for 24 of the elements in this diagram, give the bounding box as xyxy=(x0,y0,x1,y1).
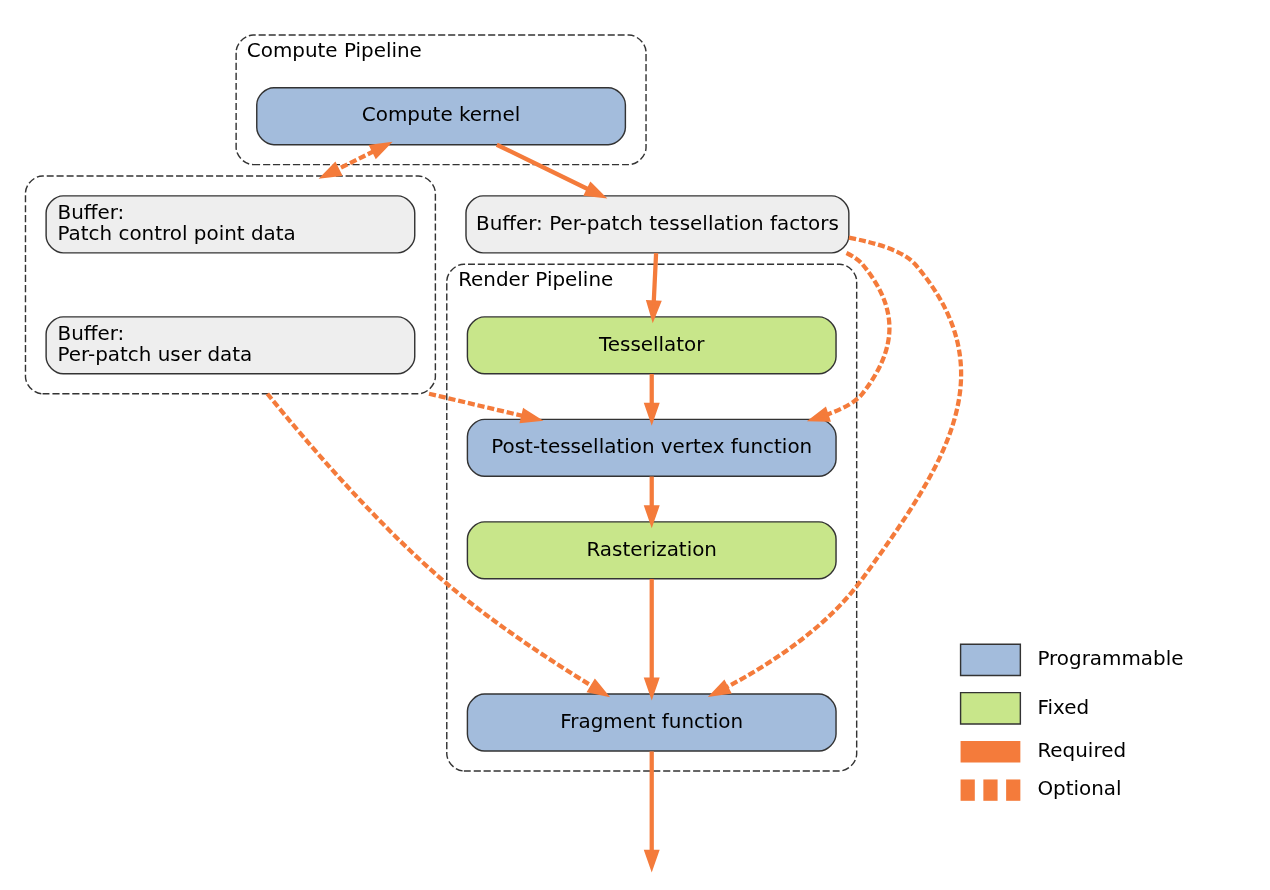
arrow xyxy=(428,391,544,423)
legend-label: Required xyxy=(1037,738,1127,762)
arrow xyxy=(318,141,393,179)
cluster xyxy=(24,174,437,394)
arrow xyxy=(495,142,608,199)
node-box: Tessellator xyxy=(466,315,837,375)
node-box: Rasterization xyxy=(466,520,837,579)
arrow xyxy=(645,252,662,323)
node-box: Compute kernel xyxy=(256,86,627,145)
node-box: Buffer: Patch control point data xyxy=(45,194,416,254)
arrow xyxy=(643,476,660,528)
legend-label: Programmable xyxy=(1037,646,1184,670)
arrow xyxy=(265,391,611,697)
node-box: Buffer: Per-patch user data xyxy=(45,315,416,375)
node-box: Fragment function xyxy=(466,692,837,752)
arrow xyxy=(643,750,660,873)
node-box: Buffer: Per-patch tessellation factors xyxy=(465,194,850,254)
legend-label: Fixed xyxy=(1037,695,1090,719)
arrow xyxy=(806,250,892,422)
arrow xyxy=(643,578,660,700)
arrow xyxy=(643,373,660,426)
legend-label: Optional xyxy=(1037,776,1122,800)
arrow xyxy=(707,235,964,697)
node-box: Post-tessellation vertex function xyxy=(466,418,837,477)
